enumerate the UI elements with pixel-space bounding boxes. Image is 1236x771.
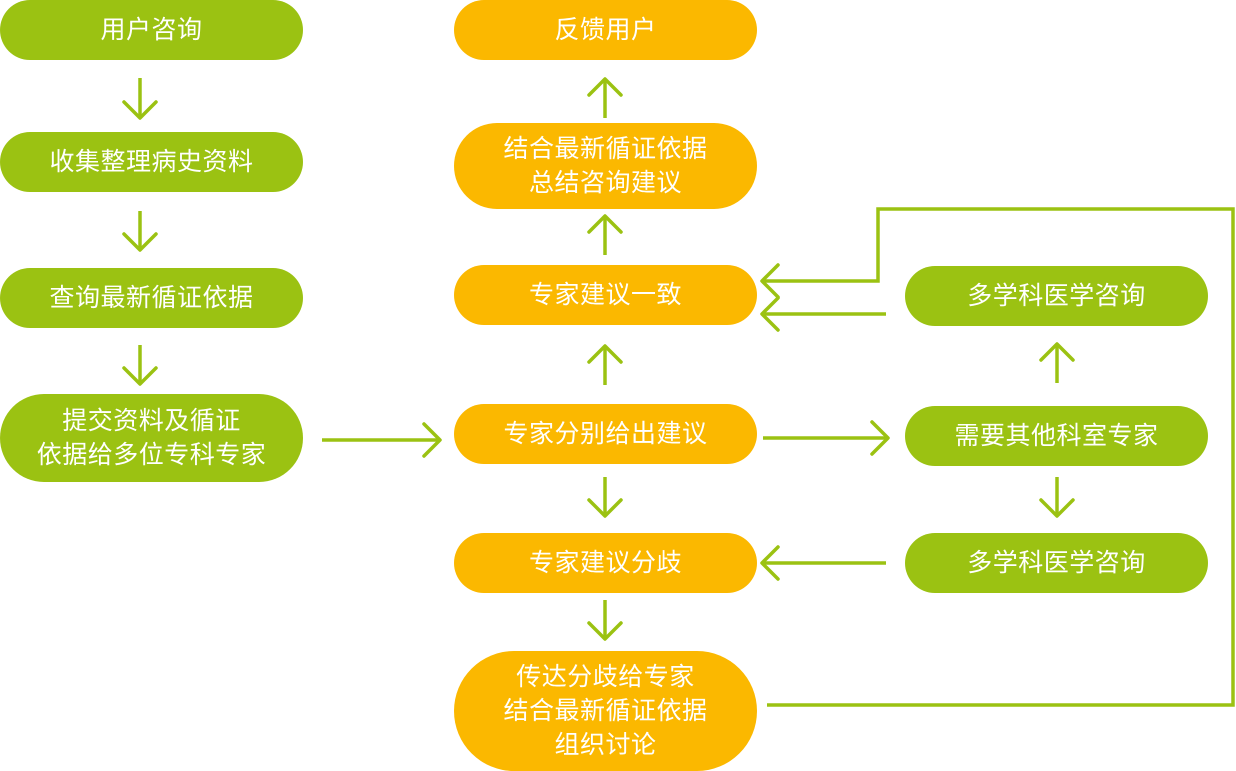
node-collect-history: 收集整理病史资料 — [0, 132, 303, 192]
node-experts-agree: 专家建议一致 — [454, 265, 757, 325]
node-mdt-consult-top: 多学科医学咨询 — [905, 266, 1208, 326]
node-submit-to-experts: 提交资料及循证 依据给多位专科专家 — [0, 394, 303, 482]
node-summarize-advice: 结合最新循证依据 总结咨询建议 — [454, 123, 757, 209]
node-user-consult: 用户咨询 — [0, 0, 303, 60]
loop-convey-to-agree — [760, 207, 1235, 707]
node-need-other-dept: 需要其他科室专家 — [905, 406, 1208, 466]
node-convey-disagreement: 传达分歧给专家 结合最新循证依据 组织讨论 — [454, 651, 757, 771]
node-mdt-consult-bottom: 多学科医学咨询 — [905, 533, 1208, 593]
node-query-evidence: 查询最新循证依据 — [0, 268, 303, 328]
node-feedback-user: 反馈用户 — [454, 0, 757, 60]
node-experts-each-advise: 专家分别给出建议 — [454, 404, 757, 464]
node-experts-disagree: 专家建议分歧 — [454, 533, 757, 593]
